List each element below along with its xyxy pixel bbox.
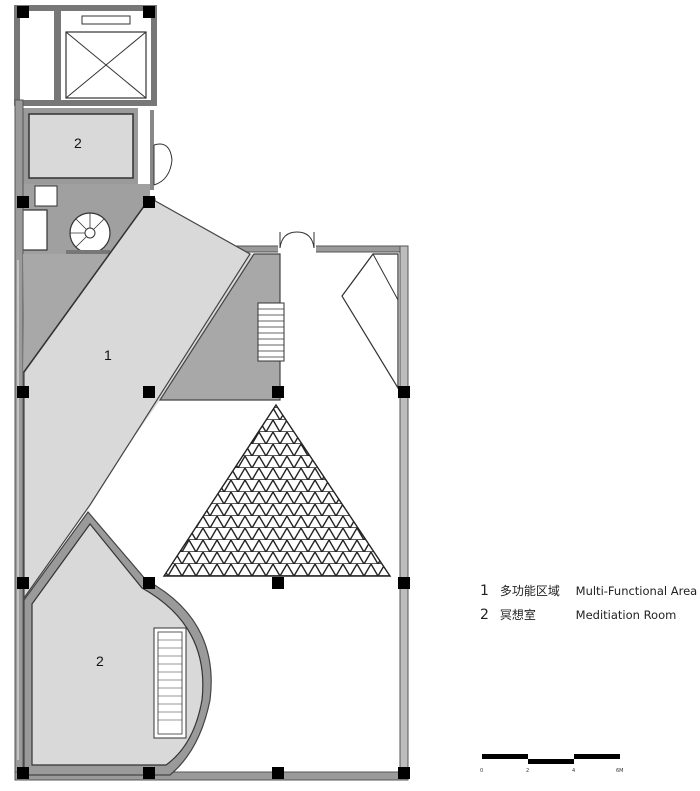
structural-columns (17, 6, 410, 779)
meditation-room-upper: 2 (20, 108, 138, 184)
legend-number: 2 (480, 607, 489, 623)
scale-bar: 0 2 4 6M (480, 754, 624, 774)
top-double-door (278, 231, 316, 254)
scale-tick-0: 0 (480, 768, 483, 774)
entry-door (150, 110, 173, 190)
meditation-room-lower: 2 (23, 511, 212, 776)
room-2-upper-label: 2 (74, 135, 82, 151)
scale-tick-6m: 6M (616, 768, 624, 774)
legend-english: Meditiation Room (575, 608, 677, 622)
multi-functional-area: 1 (23, 197, 281, 600)
right-triangle-partition (341, 253, 399, 391)
legend-chinese: 冥想室 (499, 608, 536, 622)
legend-chinese: 多功能区域 (499, 584, 560, 598)
room-1-label: 1 (104, 347, 112, 363)
legend-item-2: 2 冥想室 Meditiation Room (480, 606, 676, 623)
scale-tick-4: 4 (572, 768, 575, 774)
scale-tick-2: 2 (526, 768, 529, 774)
triangular-grid-pyramid (162, 403, 392, 577)
stair-shaft-top (14, 5, 157, 106)
legend-number: 1 (480, 583, 489, 599)
legend-item-1: 1 多功能区域 Multi-Functional Area (480, 582, 697, 599)
room-2-lower-label: 2 (96, 653, 104, 669)
legend-english: Multi-Functional Area (575, 584, 698, 598)
straight-stair (257, 302, 285, 362)
